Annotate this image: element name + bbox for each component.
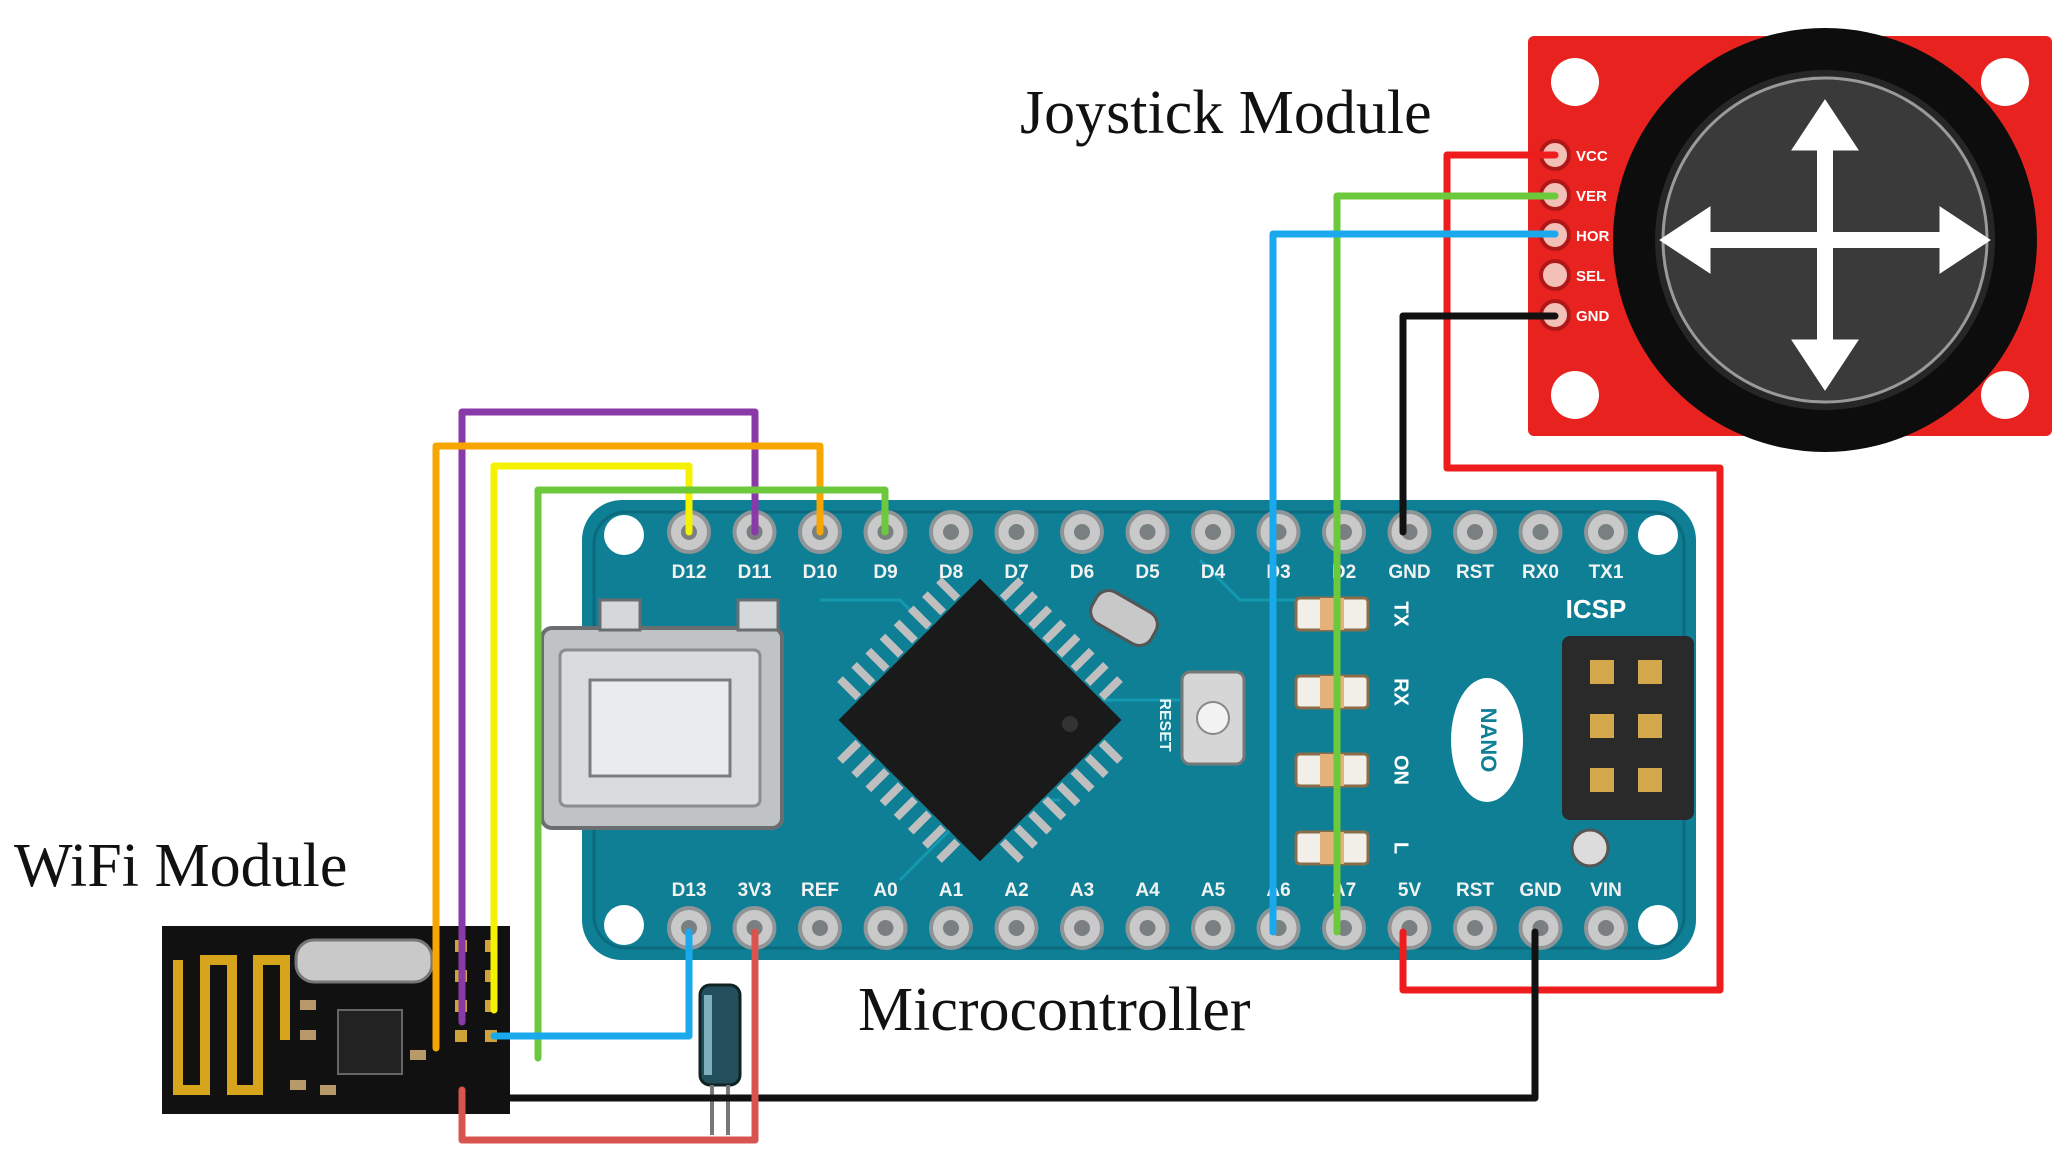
- wire-blue-d13: [490, 928, 693, 1040]
- icsp-label: ICSP: [1566, 594, 1627, 624]
- top-pin-label: GND: [1388, 562, 1430, 583]
- board-mount-hole: [604, 515, 644, 555]
- wire-salmon-3v3: [458, 928, 759, 1144]
- bottom-pin-label: 3V3: [738, 880, 772, 901]
- wire-red-vcc: [1399, 151, 1724, 994]
- microcontroller-caption: Microcontroller: [858, 976, 1251, 1044]
- joystick-mount-hole: [1551, 371, 1599, 419]
- usb-connector: [540, 598, 784, 830]
- joystick-mount-hole: [1981, 58, 2029, 106]
- board-mount-hole: [604, 905, 644, 945]
- wifi-module-caption: WiFi Module: [14, 832, 347, 900]
- crystal-oscillator: [1089, 589, 1159, 647]
- bottom-pin-label: A4: [1135, 880, 1160, 901]
- top-pin-label: D9: [873, 562, 897, 583]
- bottom-pin-label: A2: [1004, 880, 1028, 901]
- reset-button: RESET: [1156, 670, 1246, 766]
- top-pin-label: TX1: [1589, 562, 1624, 583]
- board-mount-hole: [1638, 905, 1678, 945]
- microcontroller-chip: [837, 577, 1123, 863]
- wire-black-gnd-top: [1399, 312, 1559, 536]
- wire-blue-hor: [1269, 230, 1559, 936]
- top-pin-label: RX0: [1522, 562, 1559, 583]
- top-pin-label: D10: [803, 562, 838, 583]
- joystick-pin-pad: [1539, 259, 1571, 291]
- wifi-crystal: [294, 938, 434, 984]
- top-pin-label: D11: [738, 562, 772, 583]
- top-pin-label: D4: [1201, 562, 1226, 583]
- bottom-pin-label: REF: [801, 880, 839, 901]
- nano-logo: [1451, 678, 1523, 802]
- wire-yellow-d12: [490, 462, 693, 1014]
- bottom-pin-label: 5V: [1398, 880, 1422, 901]
- bottom-pin-label: A3: [1070, 880, 1094, 901]
- board-mount-hole: [1638, 515, 1678, 555]
- bottom-pin-label: D13: [672, 880, 707, 901]
- board-pcb: [582, 500, 1696, 960]
- wifi-chip: [337, 1009, 403, 1075]
- electrolytic-capacitor: [698, 983, 742, 1135]
- led-label: TX: [1390, 601, 1412, 627]
- bottom-pin-label: VIN: [1590, 880, 1622, 901]
- bottom-pin-label: GND: [1519, 880, 1561, 901]
- bottom-pin-label: A0: [873, 880, 897, 901]
- led-label: ON: [1390, 755, 1412, 785]
- top-pin-label: D12: [672, 562, 707, 583]
- wire-green-d9: [534, 486, 889, 1062]
- icsp-header: [1562, 636, 1694, 820]
- joystick-pin-label: VER: [1576, 188, 1607, 205]
- top-pin-label: D5: [1135, 562, 1160, 583]
- top-pin-label: D7: [1004, 562, 1028, 583]
- led-label: RX: [1390, 678, 1412, 706]
- joystick-pin-label: HOR: [1576, 228, 1610, 245]
- wire-green-ver: [1333, 192, 1559, 936]
- top-pin-label: RST: [1456, 562, 1494, 583]
- four-way-arrow-icon: [1659, 99, 1991, 391]
- bottom-pin-label: A5: [1201, 880, 1226, 901]
- bottom-pin-label: A1: [939, 880, 964, 901]
- joystick-module-caption: Joystick Module: [1020, 79, 1432, 147]
- joystick-module: VCC VER HOR SEL GND: [1528, 28, 2052, 452]
- wires: [432, 151, 1724, 1144]
- led-label: L: [1390, 842, 1412, 854]
- bottom-pin-label: RST: [1456, 880, 1494, 901]
- joystick-pin-label: VCC: [1576, 148, 1608, 165]
- wifi-module: [162, 926, 510, 1114]
- joystick-pin-label: GND: [1576, 308, 1610, 325]
- nano-label: NANO: [1476, 708, 1501, 773]
- joystick-mount-hole: [1551, 58, 1599, 106]
- wire-purple-d11: [458, 408, 759, 1026]
- joystick-mount-hole: [1981, 371, 2029, 419]
- board-via: [1570, 828, 1610, 868]
- antenna-trace: [173, 955, 290, 1095]
- wire-black-gnd-bottom: [466, 928, 1539, 1102]
- top-pin-label: D6: [1070, 562, 1094, 583]
- top-pin-label: D8: [939, 562, 963, 583]
- joystick-pin-label: SEL: [1576, 268, 1605, 285]
- reset-label: RESET: [1156, 698, 1173, 752]
